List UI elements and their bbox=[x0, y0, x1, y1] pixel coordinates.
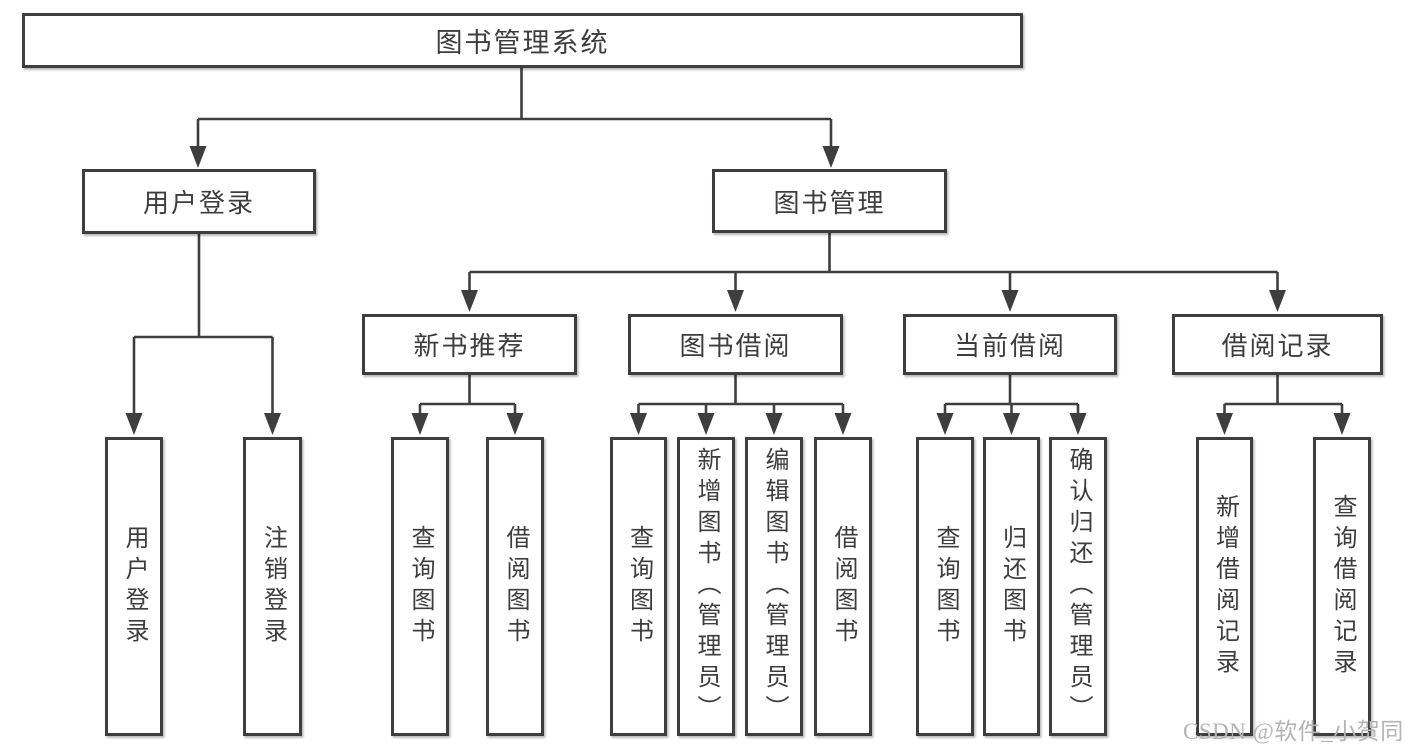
node-new-book-recommend-label: 新书推荐 bbox=[413, 331, 526, 361]
watermark: CSDN @软件_小贺同学 bbox=[1183, 719, 1405, 744]
leaf-bb-add-books-admin: 新增图书（管理员） bbox=[677, 437, 735, 736]
arrowhead bbox=[727, 290, 744, 312]
arrowhead bbox=[697, 413, 715, 435]
leaf-bb-edit-books-admin-label: 编辑图书（管理员） bbox=[761, 447, 788, 726]
leaf-logout-label: 注销登录 bbox=[259, 524, 287, 649]
arrowhead bbox=[765, 413, 783, 435]
arrowhead bbox=[936, 413, 954, 435]
arrowhead bbox=[1001, 290, 1019, 312]
leaf-nbr-query-books: 查询图书 bbox=[391, 437, 449, 736]
arrowhead bbox=[834, 413, 852, 435]
node-user-login: 用户登录 bbox=[82, 169, 316, 234]
arrowhead bbox=[1269, 290, 1286, 312]
leaf-nbr-borrow-books-label: 借阅图书 bbox=[502, 524, 529, 649]
leaf-logout: 注销登录 bbox=[243, 437, 302, 736]
arrowhead bbox=[506, 413, 524, 435]
leaf-nbr-query-books-label: 查询图书 bbox=[407, 524, 434, 649]
node-root: 图书管理系统 bbox=[22, 13, 1023, 68]
node-borrowing-records: 借阅记录 bbox=[1172, 314, 1383, 375]
leaf-bb-borrow-books: 借阅图书 bbox=[814, 437, 872, 736]
leaf-bb-query-books: 查询图书 bbox=[610, 437, 667, 736]
arrowhead bbox=[461, 290, 478, 312]
leaf-bb-add-books-admin-label: 新增图书（管理员） bbox=[693, 447, 720, 726]
leaf-br-add-record: 新增借阅记录 bbox=[1196, 437, 1253, 736]
arrowhead bbox=[630, 413, 647, 435]
arrowhead bbox=[1216, 413, 1233, 435]
node-current-borrowing-label: 当前借阅 bbox=[953, 331, 1066, 361]
node-book-management: 图书管理 bbox=[712, 169, 947, 233]
leaf-nbr-borrow-books: 借阅图书 bbox=[486, 437, 544, 736]
node-book-management-label: 图书管理 bbox=[773, 187, 886, 218]
leaf-br-query-record: 查询借阅记录 bbox=[1313, 437, 1371, 736]
node-book-borrowing: 图书借阅 bbox=[628, 314, 843, 375]
arrowhead bbox=[411, 413, 429, 435]
arrowhead bbox=[189, 146, 207, 168]
arrowhead bbox=[1003, 413, 1020, 435]
leaf-user-login: 用户登录 bbox=[105, 437, 163, 736]
node-borrowing-records-label: 借阅记录 bbox=[1221, 331, 1334, 361]
leaf-cb-return-books: 归还图书 bbox=[983, 437, 1040, 736]
leaf-user-login-label: 用户登录 bbox=[121, 524, 148, 649]
leaf-cb-return-books-label: 归还图书 bbox=[998, 524, 1026, 649]
arrowhead bbox=[822, 146, 840, 168]
arrowhead bbox=[125, 413, 143, 435]
leaf-cb-query-books: 查询图书 bbox=[916, 437, 974, 736]
arrowhead bbox=[1333, 413, 1351, 435]
arrowhead bbox=[264, 413, 281, 435]
leaf-cb-query-books-label: 查询图书 bbox=[932, 524, 959, 649]
node-new-book-recommend: 新书推荐 bbox=[362, 314, 577, 375]
node-book-borrowing-label: 图书借阅 bbox=[679, 331, 792, 361]
node-current-borrowing: 当前借阅 bbox=[903, 314, 1117, 375]
leaf-cb-confirm-return-admin: 确认归还（管理员） bbox=[1049, 437, 1107, 736]
arrowhead bbox=[1069, 413, 1087, 435]
leaf-br-query-record-label: 查询借阅记录 bbox=[1329, 493, 1356, 680]
leaf-br-add-record-label: 新增借阅记录 bbox=[1211, 493, 1239, 680]
leaf-cb-confirm-return-admin-label: 确认归还（管理员） bbox=[1065, 447, 1092, 726]
node-user-login-label: 用户登录 bbox=[142, 188, 255, 218]
leaf-bb-edit-books-admin: 编辑图书（管理员） bbox=[745, 437, 803, 736]
leaf-bb-query-books-label: 查询图书 bbox=[625, 524, 653, 649]
node-root-label: 图书管理系统 bbox=[435, 28, 610, 58]
leaf-bb-borrow-books-label: 借阅图书 bbox=[830, 524, 857, 649]
